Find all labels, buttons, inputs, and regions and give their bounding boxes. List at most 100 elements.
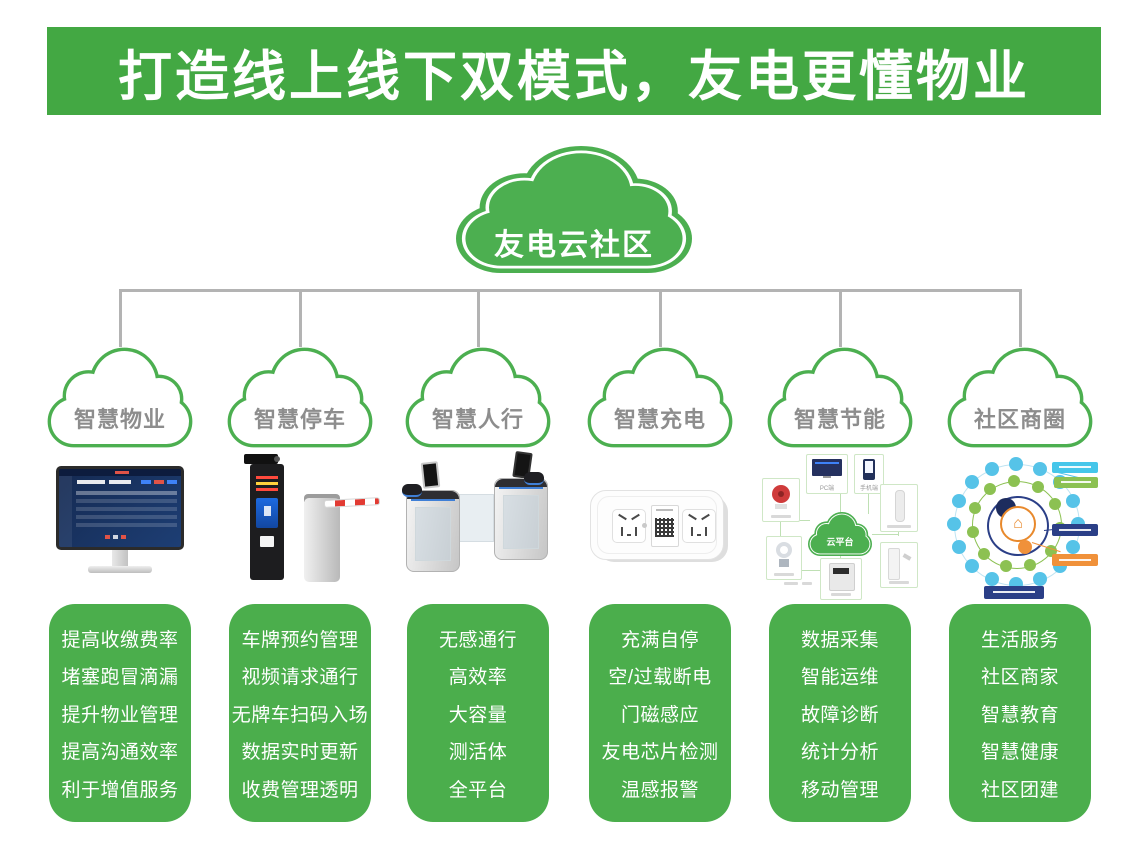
feature-box: 生活服务社区商家智慧教育智慧健康社区团建 bbox=[949, 604, 1091, 822]
outlet-1 bbox=[612, 509, 646, 543]
solution-column: 智慧充电 充满自停空/过载断电门磁感应友电芯片检测温感报警 bbox=[580, 345, 740, 825]
service-bubble-middle bbox=[967, 526, 979, 538]
feature-box: 无感通行高效率大容量测活体全平台 bbox=[407, 604, 549, 822]
phone-box: 手机端 bbox=[854, 454, 884, 494]
feature-item: 利于增值服务 bbox=[61, 779, 179, 801]
search-field-2 bbox=[109, 480, 131, 484]
connector-line bbox=[1018, 289, 1022, 347]
service-bubble-outer bbox=[1066, 494, 1080, 508]
category-cloud: 智慧停车 bbox=[225, 345, 375, 450]
category-cloud: 智慧人行 bbox=[403, 345, 553, 450]
category-label: 智慧节能 bbox=[793, 407, 886, 432]
pagination-dot bbox=[121, 535, 126, 539]
kiosk-panel bbox=[260, 536, 274, 547]
service-bubble-middle bbox=[978, 548, 990, 560]
solution-column: 智慧停车 车牌预约管理视频请求通行无牌车扫码入场数据实时更新收费管理透明 bbox=[220, 345, 381, 825]
label-pill-orange bbox=[1052, 554, 1098, 566]
solution-column: 智慧人行 无感通行高效率大容量测活体全平台 bbox=[398, 345, 558, 825]
pagination-dot bbox=[113, 535, 118, 539]
qr-code bbox=[651, 505, 679, 547]
sensor-hole bbox=[778, 491, 784, 497]
category-cloud: 智慧物业 bbox=[45, 345, 195, 450]
feature-item: 数据采集 bbox=[800, 629, 879, 651]
outlet-slit bbox=[631, 513, 640, 521]
led-strip bbox=[499, 487, 543, 489]
outlet-slit bbox=[701, 513, 710, 521]
charging-socket-body bbox=[590, 490, 724, 560]
speed-gate-turnstiles bbox=[398, 450, 558, 602]
cabinet-glass bbox=[415, 507, 451, 561]
feature-item: 充满自停 bbox=[620, 629, 699, 651]
service-bubble-outer bbox=[985, 462, 999, 476]
inner-ring bbox=[987, 496, 1049, 556]
service-bubble-outer bbox=[1009, 457, 1023, 471]
license-plate-kiosk-and-barrier-gate bbox=[220, 450, 381, 602]
feature-item: 移动管理 bbox=[800, 779, 879, 801]
feature-item: 统计分析 bbox=[800, 742, 879, 763]
pc-label: PC端 bbox=[819, 486, 835, 492]
label-bar bbox=[802, 582, 812, 585]
feature-item: 故障诊断 bbox=[800, 704, 879, 726]
label-bar bbox=[889, 581, 909, 584]
qr-caption bbox=[656, 509, 673, 511]
cloud-platform-label: 云平台 bbox=[826, 537, 854, 547]
service-bubble-middle bbox=[1032, 481, 1044, 493]
feature-item: 视频请求通行 bbox=[241, 667, 359, 688]
feature-item: 大容量 bbox=[448, 704, 508, 726]
service-bubble-outer bbox=[965, 559, 979, 573]
led-text-row bbox=[256, 488, 278, 491]
socket-face bbox=[597, 496, 717, 554]
smart-charging-socket bbox=[580, 450, 740, 602]
phone-label: 手机端 bbox=[859, 486, 878, 492]
solution-column: 智慧节能 PC端手机端云平台 数据采集智能运维故障诊断统计分析移动管理 bbox=[760, 345, 920, 825]
led-text-row bbox=[256, 476, 278, 479]
connector-line bbox=[119, 289, 1022, 292]
monitor-base bbox=[88, 566, 152, 573]
feature-item: 智慧健康 bbox=[980, 742, 1059, 763]
screen-sidebar bbox=[59, 476, 72, 547]
pc-terminal-box: PC端 bbox=[806, 454, 848, 494]
screen-topbar bbox=[59, 469, 181, 476]
label-pill-cyan bbox=[1052, 462, 1098, 473]
category-label: 社区商圈 bbox=[973, 407, 1066, 432]
pc-screen bbox=[812, 459, 842, 476]
ac-remote bbox=[902, 553, 912, 561]
outlet-2 bbox=[682, 509, 716, 543]
table-row bbox=[76, 491, 177, 495]
kiosk-screen bbox=[256, 498, 278, 528]
cloud-platform-node: 云平台 bbox=[808, 512, 872, 556]
outlet-slit bbox=[635, 527, 637, 536]
label-pill-navy bbox=[1052, 524, 1098, 536]
connector-line bbox=[838, 289, 842, 347]
feature-item: 车牌预约管理 bbox=[241, 629, 359, 651]
header-banner: 打造线上线下双模式，友电更懂物业 bbox=[47, 27, 1101, 115]
outlet-slit bbox=[627, 534, 631, 536]
qr-pattern bbox=[655, 518, 674, 537]
feature-item: 堵塞跑冒滴漏 bbox=[61, 667, 179, 688]
feature-item: 社区团建 bbox=[980, 779, 1059, 801]
led-strip bbox=[411, 499, 455, 501]
gate-cabinet-left bbox=[406, 490, 460, 572]
diagram-connector bbox=[868, 494, 869, 514]
feature-box: 提高收缴费率堵塞跑冒滴漏提升物业管理提高沟通效率利于增值服务 bbox=[49, 604, 191, 822]
panorama-bar bbox=[984, 586, 1044, 599]
service-bubble-middle bbox=[1000, 560, 1012, 572]
label-bar bbox=[887, 525, 911, 528]
family-node bbox=[1018, 540, 1032, 554]
service-bubble-outer bbox=[952, 494, 966, 508]
property-dashboard-monitor bbox=[40, 450, 200, 602]
diagram-connector bbox=[780, 520, 781, 550]
connector-line bbox=[658, 289, 662, 347]
red-button bbox=[154, 480, 164, 484]
solution-column: 智慧物业 提高收缴费率堵塞跑冒滴漏提升物业管理提高沟通效率利于增值服务 bbox=[40, 345, 200, 825]
label-bar bbox=[774, 573, 794, 576]
feature-item: 无牌车扫码入场 bbox=[231, 704, 369, 726]
label-bar bbox=[771, 515, 791, 518]
water-meter-box bbox=[766, 536, 802, 580]
pc-screen-row bbox=[815, 462, 839, 464]
feature-item: 空/过载断电 bbox=[608, 667, 712, 688]
topbar-accent bbox=[115, 471, 130, 474]
service-bubble-outer bbox=[985, 572, 999, 586]
pagination-dot bbox=[105, 535, 110, 539]
table-row bbox=[76, 515, 177, 519]
